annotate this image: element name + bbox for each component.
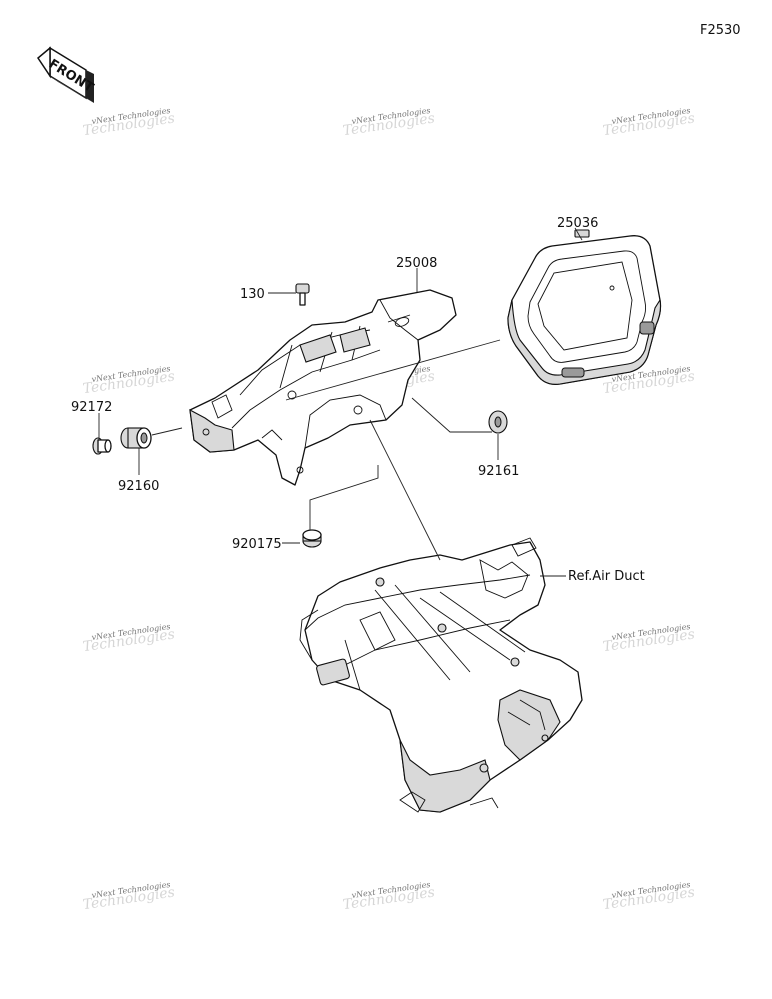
callout-92160: 92160 (118, 479, 159, 494)
meter-bracket (189, 289, 457, 486)
callout-ref-air-duct: Ref.Air Duct (568, 569, 645, 584)
callout-labels: 25036 25008 130 92172 92160 92161 920175… (71, 216, 645, 584)
meter-assembly (507, 229, 662, 385)
callout-920175: 920175 (232, 537, 282, 552)
leader-lines (98, 227, 583, 577)
air-duct-assembly (299, 537, 583, 813)
diagram-code: F2530 (700, 23, 741, 38)
callout-92172: 92172 (71, 400, 112, 415)
grommet-92161 (488, 410, 508, 434)
front-arrow-icon: FRONT (37, 46, 96, 103)
callout-25036: 25036 (557, 216, 598, 231)
grommet-92160 (120, 427, 152, 449)
watermark-grid: Technologies vNext Technologies Technolo… (82, 106, 696, 913)
callout-92161: 92161 (478, 464, 519, 479)
callout-130: 130 (240, 287, 265, 302)
bolt-130 (295, 283, 310, 306)
grommet-920175 (302, 529, 322, 548)
callout-25008: 25008 (396, 256, 437, 271)
collar-92172 (92, 437, 112, 455)
